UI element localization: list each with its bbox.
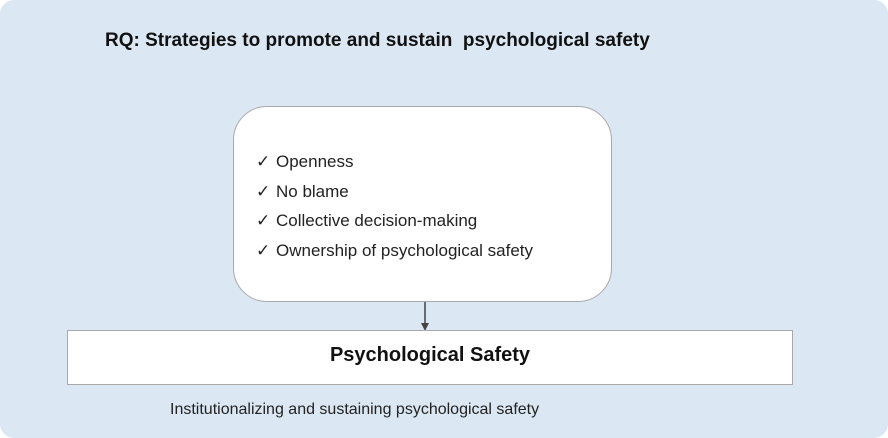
strategies-list: ✓Openness ✓No blame ✓Collective decision… (256, 147, 533, 265)
strategy-label: No blame (276, 181, 349, 201)
strategy-item-no-blame: ✓No blame (256, 177, 533, 207)
connector-arrow (421, 302, 429, 331)
strategy-label: Ownership of psychological safety (276, 240, 534, 260)
strategy-label: Openness (276, 152, 354, 171)
strategies-box: ✓Openness ✓No blame ✓Collective decision… (233, 106, 612, 302)
check-icon: ✓ (256, 181, 271, 201)
strategy-item-ownership: ✓Ownership of psychological safety (256, 236, 533, 266)
strategy-item-openness: ✓ Openness (256, 147, 533, 177)
check-icon: ✓ (256, 211, 271, 230)
check-icon: ✓ (256, 240, 271, 260)
outcome-caption: Institutionalizing and sustaining psycho… (170, 401, 540, 418)
strategy-item-collective-decision-making: ✓ Collective decision-making (256, 206, 533, 236)
check-icon: ✓ (256, 152, 271, 171)
outcome-box: Psychological Safety (67, 330, 793, 385)
strategy-label: Collective decision-making (276, 211, 478, 230)
outcome-label: Psychological Safety (329, 344, 531, 366)
research-question-title: RQ: Strategies to promote and sustain ps… (105, 30, 650, 51)
